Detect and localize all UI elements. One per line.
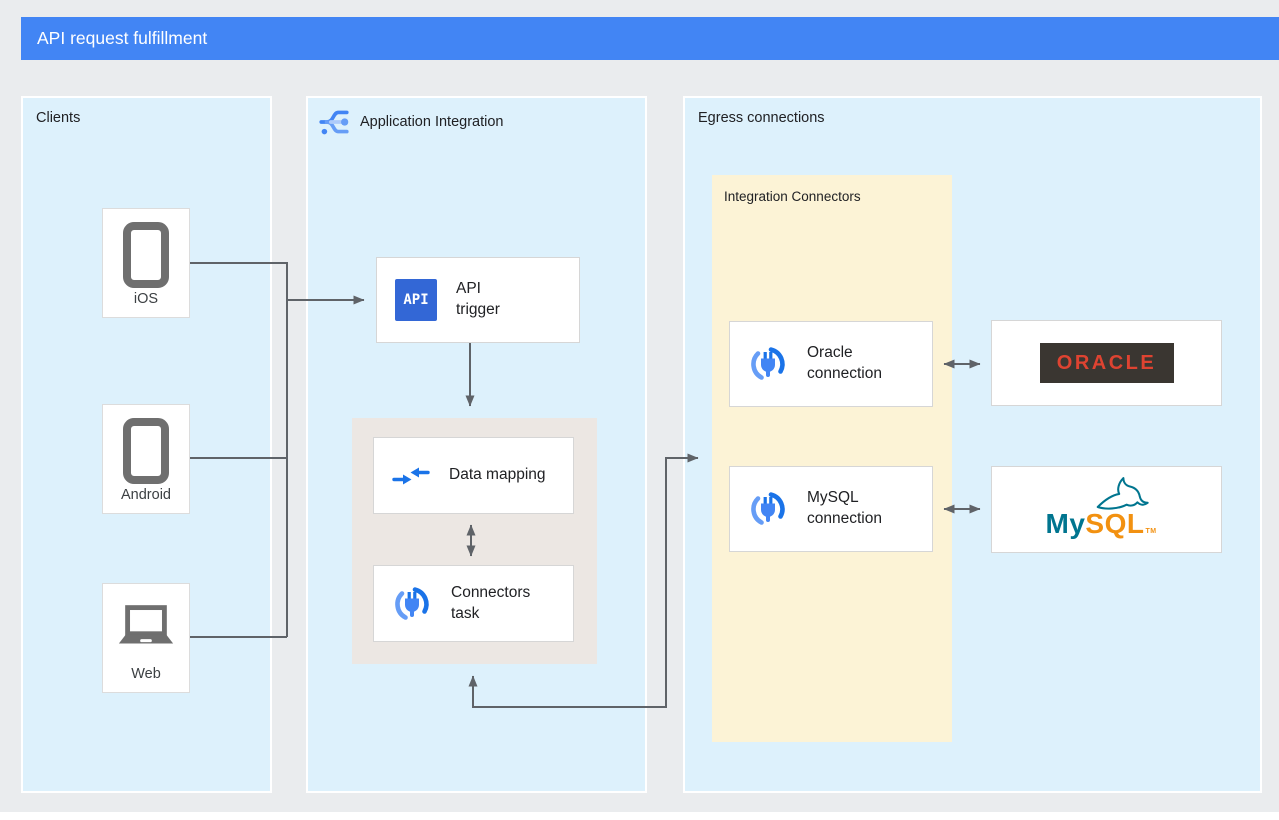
mysql-logo-text: MySQLTM bbox=[1045, 507, 1157, 539]
smartphone-icon bbox=[123, 222, 169, 288]
android-client-node: Android bbox=[102, 404, 190, 514]
device-label: Android bbox=[121, 487, 171, 503]
oracle-logo-text: ORACLE bbox=[1056, 351, 1157, 374]
oracle-logo: ORACLE bbox=[1039, 343, 1174, 383]
api-trigger-label: API trigger bbox=[456, 280, 500, 318]
integration-connectors-title: Integration Connectors bbox=[724, 189, 861, 204]
data-mapping-label: Data mapping bbox=[449, 466, 546, 484]
oracle-connection-node: Oracle connection bbox=[729, 321, 933, 407]
diagram-title: API request fulfillment bbox=[37, 28, 208, 48]
api-badge-icon: API bbox=[395, 279, 437, 321]
diagram-title-bar: API request fulfillment bbox=[21, 17, 1279, 60]
device-label: Web bbox=[131, 666, 161, 682]
application-integration-icon bbox=[319, 110, 349, 135]
mysql-dolphin-icon bbox=[1096, 476, 1149, 510]
mysql-connection-label: MySQL connection bbox=[807, 489, 882, 527]
connectors-task-label: Connectors task bbox=[451, 583, 531, 622]
api-trigger-node: API API trigger bbox=[376, 257, 580, 343]
laptop-icon bbox=[118, 605, 174, 644]
bottom-margin bbox=[0, 812, 1279, 820]
data-mapping-node: Data mapping bbox=[373, 437, 574, 514]
oracle-database-node: ORACLE bbox=[991, 320, 1222, 406]
connector-plug-icon bbox=[751, 347, 785, 380]
egress-connections-panel: Egress connections Integration Connector… bbox=[683, 96, 1262, 793]
connector-plug-icon bbox=[395, 586, 429, 620]
application-integration-panel: Application Integration API API trigger … bbox=[306, 96, 647, 793]
mysql-logo: MySQLTM bbox=[1032, 474, 1182, 546]
mysql-database-node: MySQLTM bbox=[991, 466, 1222, 553]
data-mapping-icon bbox=[392, 467, 430, 484]
mysql-connection-node: MySQL connection bbox=[729, 466, 933, 552]
connectors-task-node: Connectors task bbox=[373, 565, 574, 642]
subflow-container: Data mapping Connectors task bbox=[352, 418, 597, 664]
oracle-connection-label: Oracle connection bbox=[807, 344, 882, 382]
integration-connectors-group: Integration Connectors Oracle connection bbox=[712, 175, 952, 742]
application-integration-panel-title: Application Integration bbox=[360, 114, 504, 130]
trademark-symbol: TM bbox=[1145, 527, 1157, 535]
clients-panel: Clients iOS Android Web bbox=[21, 96, 272, 793]
web-client-node: Web bbox=[102, 583, 190, 693]
smartphone-icon bbox=[123, 418, 169, 484]
connector-plug-icon bbox=[751, 492, 785, 525]
clients-panel-title: Clients bbox=[36, 110, 81, 126]
ios-client-node: iOS bbox=[102, 208, 190, 318]
device-label: iOS bbox=[133, 291, 159, 307]
egress-panel-title: Egress connections bbox=[698, 110, 825, 126]
